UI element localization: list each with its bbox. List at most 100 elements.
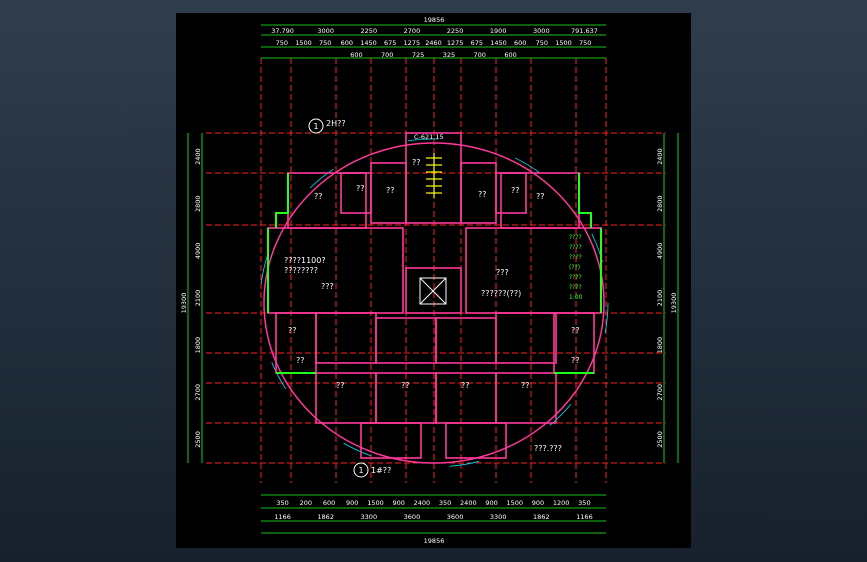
bot2-value: 1862 [317,513,334,521]
green-note: ???? [569,254,582,261]
top3-value: 600 [350,51,362,59]
top1-value: 37.790 [271,27,294,35]
room-label: ?? [296,356,305,365]
bot2-value: 1166 [576,513,593,521]
bot1-value: 900 [485,499,497,507]
leftd-value: 2700 [194,384,202,401]
leftd-value: 1800 [194,337,202,354]
note-left-1: ????1100? [284,256,326,265]
green-note: (??) [569,264,580,271]
leftd-value: 4900 [194,243,202,260]
bot1-value: 1500 [367,499,384,507]
note-bottom: ???.??? [534,444,562,453]
leftd-value: 2100 [194,290,202,307]
bot1-value: 2400 [460,499,477,507]
top-dims-row2: 750 1500 750 600 1450 675 1275 2460 1275 675 1450 6… [276,39,592,47]
room-label: ?? [521,381,530,390]
room-label: ?? [336,381,345,390]
leftd-value: 2800 [194,195,202,212]
green-note: ???? [569,244,582,251]
top2-value: 2460 [425,39,442,47]
top2-value: 750 [319,39,331,47]
room-label: ?? [461,381,470,390]
room-label: ?? [401,381,410,390]
room-label: ?? [412,158,421,167]
rightd-value: 4900 [656,243,664,260]
top2-value: 1275 [404,39,421,47]
total-dim-top: 19856 [424,16,445,24]
top2-value: 1500 [555,39,572,47]
rightd-value: 2800 [656,195,664,212]
bot1-value: 350 [276,499,288,507]
bot2-value: 1862 [533,513,550,521]
top1-value: 2250 [361,27,378,35]
room-label: ?? [386,186,395,195]
room-label: ?? [314,192,323,201]
green-note: ???? [569,284,582,291]
bot1-value: 1200 [553,499,570,507]
bot2-value: 3600 [447,513,464,521]
bot2-value: 1166 [274,513,291,521]
room-label: ?? [536,192,545,201]
note-left-2: ???????? [284,266,318,275]
top2-value: 675 [384,39,396,47]
dimension-lines [187,24,679,534]
bot1-value: 200 [300,499,312,507]
bot1-value: 900 [532,499,544,507]
section-bottom-label: 1#?? [371,466,391,475]
bot2-value: 3300 [361,513,378,521]
top1-value: 3000 [533,27,550,35]
top3-value: 725 [412,51,424,59]
bot1-value: 350 [439,499,451,507]
building-outline [259,138,609,468]
top2-value: 1450 [360,39,377,47]
total-dim-bottom: 19856 [424,537,445,545]
green-note: ???? [569,274,582,281]
top2-value: 600 [341,39,353,47]
right-total: 19300 [670,293,678,314]
top2-value: 750 [579,39,591,47]
bot1-value: 900 [392,499,404,507]
bot1-value: 600 [323,499,335,507]
stair-core [426,153,442,198]
bot2-value: 3600 [404,513,421,521]
room-label: ??? [496,268,509,277]
top1-value: 1900 [490,27,507,35]
section-marker-bottom: 1 1#?? [353,462,391,478]
rightd-value: 2500 [656,431,664,448]
top2-value: 1450 [490,39,507,47]
top2-value: 600 [514,39,526,47]
room-label: ?? [288,326,297,335]
top1-value: 791.637 [571,27,598,35]
room-label: ?? [511,186,520,195]
rightd-value: 2100 [656,290,664,307]
top2-value: 675 [471,39,483,47]
leftd-value: 2500 [194,431,202,448]
bot1-value: 350 [578,499,590,507]
top1-value: 2700 [404,27,421,35]
left-total: 19300 [180,293,188,314]
rightd-value: 1800 [656,337,664,354]
top2-value: 750 [536,39,548,47]
green-note: 1:00 [569,294,583,301]
top2-value: 1275 [447,39,464,47]
room-label: ?? [571,326,580,335]
top3-value: 600 [504,51,516,59]
green-notes: ???????????? (??)???????? 1:00 [569,234,583,301]
top1-value: 2250 [447,27,464,35]
room-label: ?? [571,356,580,365]
top3-value: 700 [474,51,486,59]
section-bottom-num: 1 [358,466,363,475]
room-labels: ???????????????????????????????????? [288,158,580,390]
balcony-walls [267,173,602,374]
section-top-num: 1 [313,122,318,131]
section-top-label: 2H?? [326,119,346,128]
green-note: ???? [569,234,582,241]
